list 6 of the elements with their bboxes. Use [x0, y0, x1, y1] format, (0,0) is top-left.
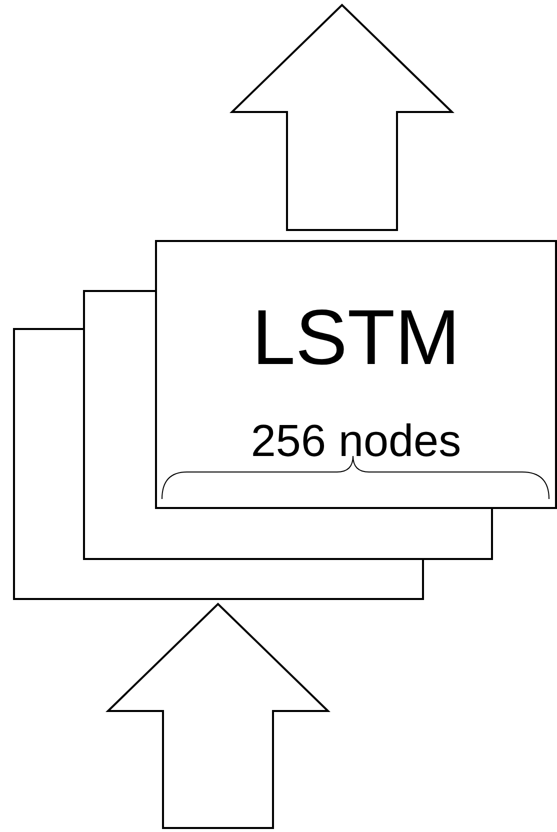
node-count-label: 256 nodes: [250, 415, 462, 467]
block-arrow: [230, 4, 454, 231]
block-arrow: [106, 602, 330, 829]
layer-box: [155, 240, 557, 509]
stacked-layer-outline: [83, 290, 493, 560]
layer-title: LSTM: [250, 292, 462, 383]
